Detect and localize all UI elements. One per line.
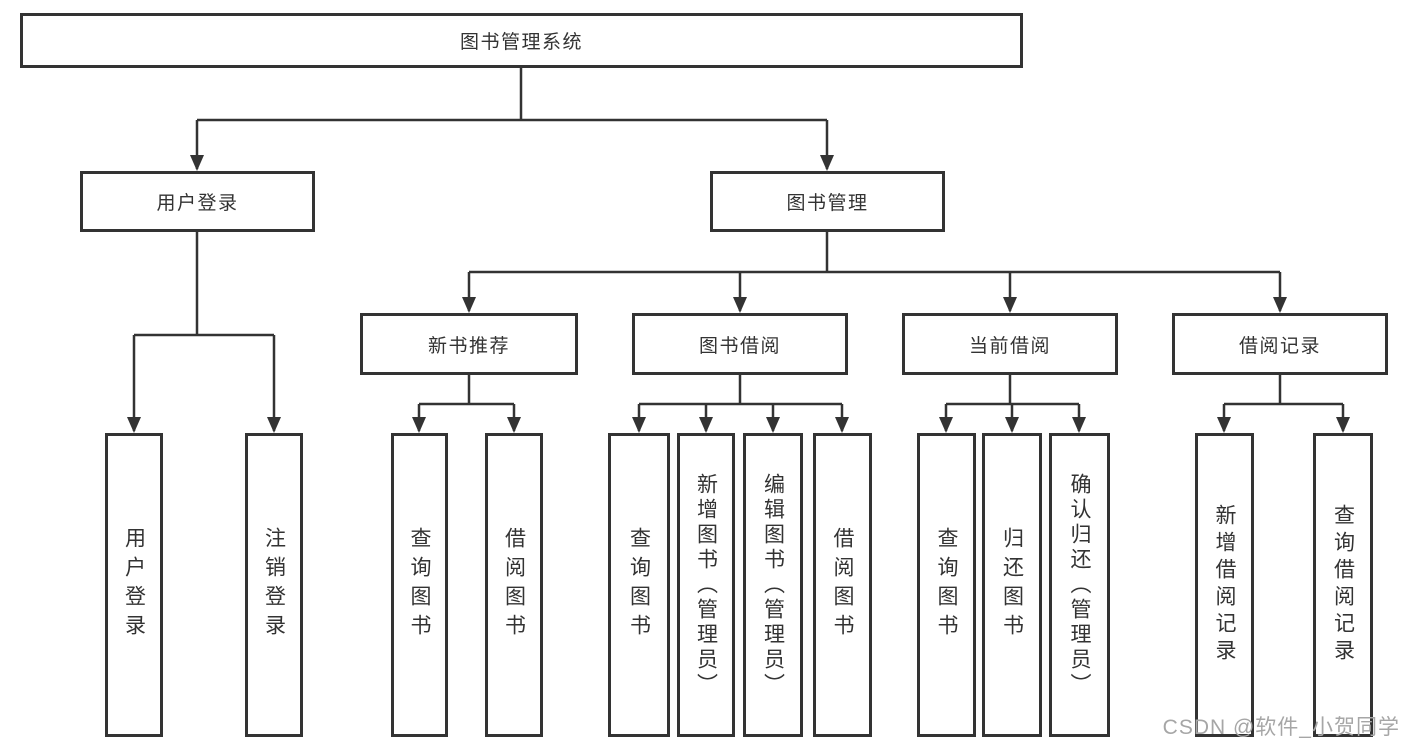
node-new-book-recommend-label: 新书推荐 bbox=[427, 335, 510, 357]
node-book-management-label: 图书管理 bbox=[786, 193, 869, 214]
leaf-cb-return-books-label: 归还图书 bbox=[1000, 527, 1024, 643]
leaf-nbr-borrow-books: 借阅图书 bbox=[485, 433, 543, 737]
leaf-br-query-record: 查询借阅记录 bbox=[1313, 433, 1373, 737]
leaf-br-query-record-label: 查询借阅记录 bbox=[1331, 504, 1355, 666]
node-root-system: 图书管理系统 bbox=[20, 13, 1023, 68]
leaf-nbr-query-books: 查询图书 bbox=[391, 433, 448, 737]
leaf-bb-add-books-admin-label: 新增图书（管理员） bbox=[694, 472, 718, 698]
leaf-bb-borrow-books: 借阅图书 bbox=[813, 433, 872, 737]
node-current-borrowing-label: 当前借阅 bbox=[968, 335, 1051, 357]
node-book-borrowing: 图书借阅 bbox=[632, 313, 848, 375]
node-current-borrowing: 当前借阅 bbox=[902, 313, 1118, 375]
node-root-label: 图书管理系统 bbox=[459, 32, 583, 53]
leaf-cb-confirm-return-admin-label: 确认归还（管理员） bbox=[1068, 472, 1091, 698]
node-user-login-label: 用户登录 bbox=[156, 193, 239, 214]
leaf-nbr-borrow-books-label: 借阅图书 bbox=[502, 527, 526, 643]
leaf-bb-edit-books-admin: 编辑图书（管理员） bbox=[743, 433, 803, 737]
leaf-cb-query-books: 查询图书 bbox=[917, 433, 976, 737]
leaf-user-login-label: 用户登录 bbox=[122, 527, 146, 643]
node-user-login: 用户登录 bbox=[80, 171, 315, 232]
node-borrowing-records: 借阅记录 bbox=[1172, 313, 1388, 375]
node-borrowing-records-label: 借阅记录 bbox=[1238, 335, 1321, 357]
leaf-bb-query-books: 查询图书 bbox=[608, 433, 670, 737]
node-new-book-recommend: 新书推荐 bbox=[360, 313, 578, 375]
leaf-logout-label: 注销登录 bbox=[262, 527, 286, 643]
leaf-logout: 注销登录 bbox=[245, 433, 303, 737]
csdn-watermark: CSDN @软件_小贺同学 bbox=[1162, 716, 1400, 739]
leaf-cb-return-books: 归还图书 bbox=[982, 433, 1042, 737]
leaf-bb-query-books-label: 查询图书 bbox=[627, 527, 651, 643]
node-book-management: 图书管理 bbox=[710, 171, 945, 232]
leaf-bb-add-books-admin: 新增图书（管理员） bbox=[677, 433, 735, 737]
leaf-user-login: 用户登录 bbox=[105, 433, 163, 737]
leaf-bb-edit-books-admin-label: 编辑图书（管理员） bbox=[761, 472, 785, 698]
leaf-cb-query-books-label: 查询图书 bbox=[935, 527, 958, 643]
leaf-br-add-record-label: 新增借阅记录 bbox=[1213, 504, 1236, 666]
leaf-br-add-record: 新增借阅记录 bbox=[1195, 433, 1254, 737]
leaf-cb-confirm-return-admin: 确认归还（管理员） bbox=[1049, 433, 1110, 737]
leaf-nbr-query-books-label: 查询图书 bbox=[408, 527, 431, 643]
node-book-borrowing-label: 图书借阅 bbox=[698, 335, 781, 357]
leaf-bb-borrow-books-label: 借阅图书 bbox=[831, 527, 854, 643]
